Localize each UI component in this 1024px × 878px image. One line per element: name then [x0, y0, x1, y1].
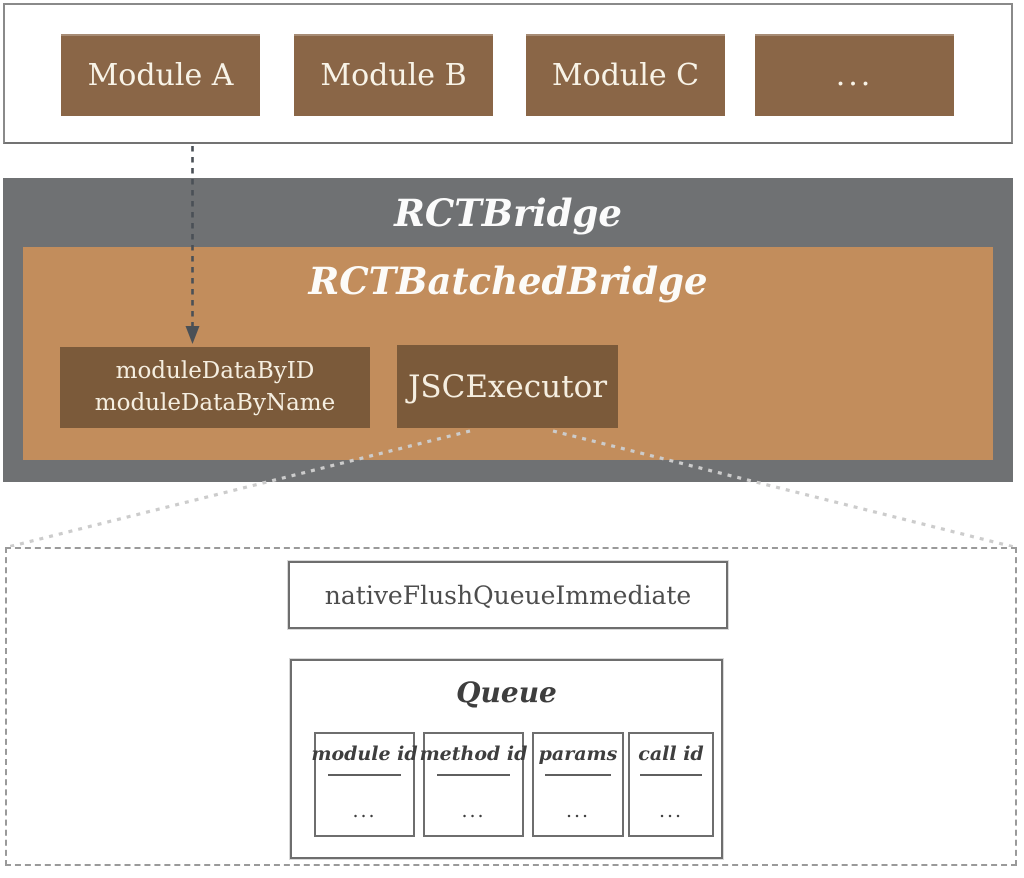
- queue-cell-params: params ...: [532, 732, 624, 837]
- module-data-box: moduleDataByID moduleDataByName: [60, 347, 370, 428]
- queue-cell-call-id-label: call id: [638, 743, 704, 765]
- queue-cell-module-id-label: module id: [311, 743, 418, 765]
- queue-cell-method-id-label: method id: [419, 743, 528, 765]
- queue-cell-call-id: call id ...: [628, 732, 714, 837]
- rctbridge-box: RCTBridge RCTBatchedBridge moduleDataByI…: [3, 178, 1013, 482]
- jscexecutor-label: JSCExecutor: [407, 368, 608, 405]
- queue-cell-params-value: ...: [565, 799, 591, 822]
- jscexecutor-box: JSCExecutor: [397, 345, 618, 428]
- module-c-box: Module C: [526, 34, 725, 116]
- module-b-box: Module B: [294, 34, 493, 116]
- module-b-label: Module B: [320, 57, 467, 93]
- queue-cell-call-id-value: ...: [658, 799, 684, 822]
- executor-detail-box: nativeFlushQueueImmediate Queue module i…: [5, 547, 1017, 866]
- native-flush-queue-immediate-label: nativeFlushQueueImmediate: [324, 580, 692, 610]
- queue-cell-module-id-value: ...: [352, 799, 377, 822]
- module-ellipsis-box: ...: [755, 34, 954, 116]
- queue-title: Queue: [456, 676, 557, 709]
- rctbatchedbridge-title: RCTBatchedBridge: [308, 259, 708, 303]
- module-data-by-name-label: moduleDataByName: [94, 389, 336, 416]
- module-a-box: Module A: [61, 34, 260, 116]
- cell-divider: [544, 774, 612, 776]
- queue-cell-method-id-value: ...: [461, 799, 486, 822]
- cell-divider: [436, 774, 511, 776]
- rctbatchedbridge-box: RCTBatchedBridge moduleDataByID moduleDa…: [23, 247, 993, 460]
- module-data-by-id-label: moduleDataByID: [115, 358, 315, 385]
- native-flush-queue-immediate-box: nativeFlushQueueImmediate: [288, 561, 728, 629]
- cell-divider: [327, 774, 402, 776]
- module-ellipsis-label: ...: [835, 57, 874, 93]
- native-modules-container: Module A Module B Module C ...: [3, 3, 1013, 144]
- queue-box: Queue module id ... method id ... params…: [290, 659, 723, 859]
- cell-divider: [639, 774, 703, 776]
- queue-cell-method-id: method id ...: [420, 732, 527, 837]
- queue-cell-params-label: params: [538, 743, 618, 765]
- module-c-label: Module C: [551, 57, 700, 93]
- module-a-label: Module A: [87, 57, 234, 93]
- rctbridge-title: RCTBridge: [394, 191, 622, 235]
- queue-cell-module-id: module id ...: [311, 732, 418, 837]
